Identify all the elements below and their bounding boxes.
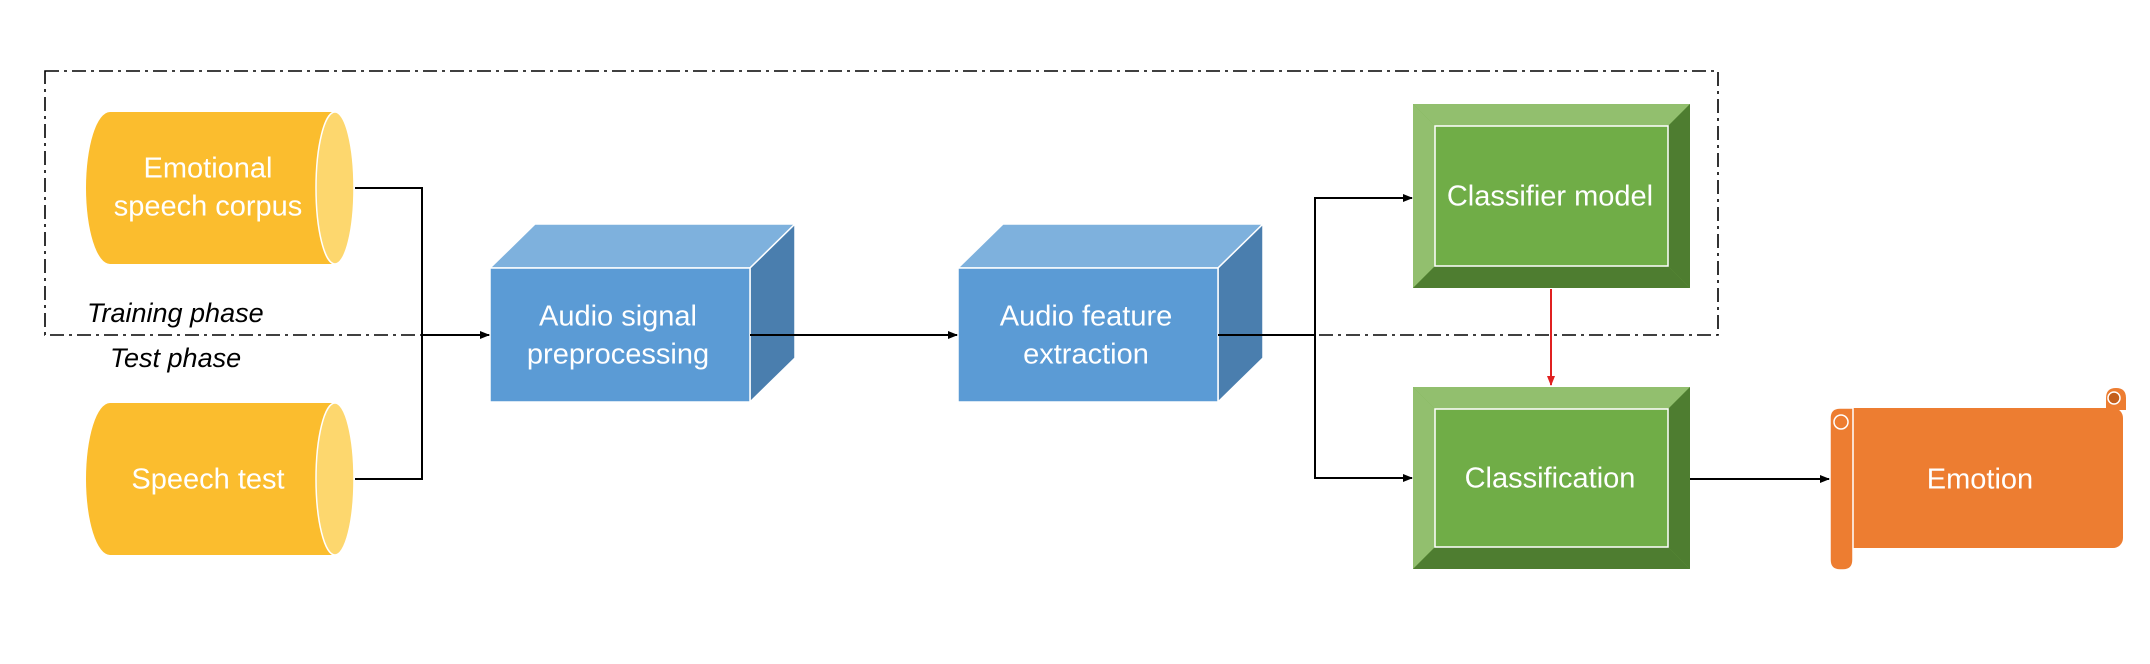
classification-label: Classification: [1465, 463, 1636, 495]
classifier-bevel-left: [1413, 104, 1435, 288]
classifier-bevel-top: [1413, 104, 1690, 126]
emotion-scroll-left-roll: [1829, 407, 1854, 571]
emotion-scroll-body: [1843, 408, 2123, 548]
emotion-label: Emotion: [1927, 464, 2033, 496]
classification-bevel-left: [1413, 387, 1435, 569]
corpus-label-line2: speech corpus: [114, 191, 303, 223]
corpus-label-line1: Emotional: [144, 153, 273, 185]
arrow-split-to-classifier: [1314, 194, 1413, 335]
speech-test-node: Speech test: [86, 402, 355, 556]
audio-signal-preprocessing-node: Audio signal preprocessing: [488, 222, 797, 404]
speech-test-label: Speech test: [131, 464, 284, 496]
extraction-box-top: [956, 223, 1265, 269]
classification-bevel-right: [1668, 387, 1690, 569]
preprocessing-box-top: [488, 223, 797, 269]
emotion-output-node: Emotion: [1829, 388, 2126, 571]
corpus-cylinder-body: [86, 112, 335, 264]
extraction-label-line2: extraction: [1023, 339, 1149, 371]
corpus-cylinder-cap: [315, 111, 355, 265]
classification-bevel-face: [1434, 408, 1669, 548]
classifier-model-label: Classifier model: [1447, 181, 1653, 213]
connector-test-to-junction: [355, 335, 423, 480]
classifier-model-node: Classifier model: [1413, 104, 1690, 288]
test-cylinder-body: [86, 403, 335, 555]
emotion-scroll-left-curl: [1833, 414, 1849, 430]
classifier-bevel-right: [1668, 104, 1690, 288]
emotional-speech-corpus-node: Emotional speech corpus: [86, 111, 355, 265]
arrow-split-to-classification: [1314, 335, 1413, 482]
classifier-bevel-face: [1434, 125, 1669, 267]
classification-bevel-bottom: [1413, 547, 1690, 569]
training-phase-label: Training phase: [87, 298, 264, 328]
classification-bevel-top: [1413, 387, 1690, 409]
audio-feature-extraction-node: Audio feature extraction: [956, 222, 1265, 404]
preprocessing-label-line2: preprocessing: [527, 339, 709, 371]
extraction-label-line1: Audio feature: [1000, 301, 1173, 333]
extraction-box-front: [957, 267, 1219, 403]
preprocessing-label-line1: Audio signal: [539, 301, 697, 333]
classifier-bevel-bottom: [1413, 266, 1690, 288]
test-phase-label: Test phase: [110, 343, 241, 373]
test-cylinder-cap: [315, 402, 355, 556]
connector-corpus-to-junction: [355, 187, 423, 335]
emotion-scroll-right-curl: [2107, 391, 2121, 405]
classification-node: Classification: [1413, 387, 1690, 569]
preprocessing-box-front: [489, 267, 751, 403]
